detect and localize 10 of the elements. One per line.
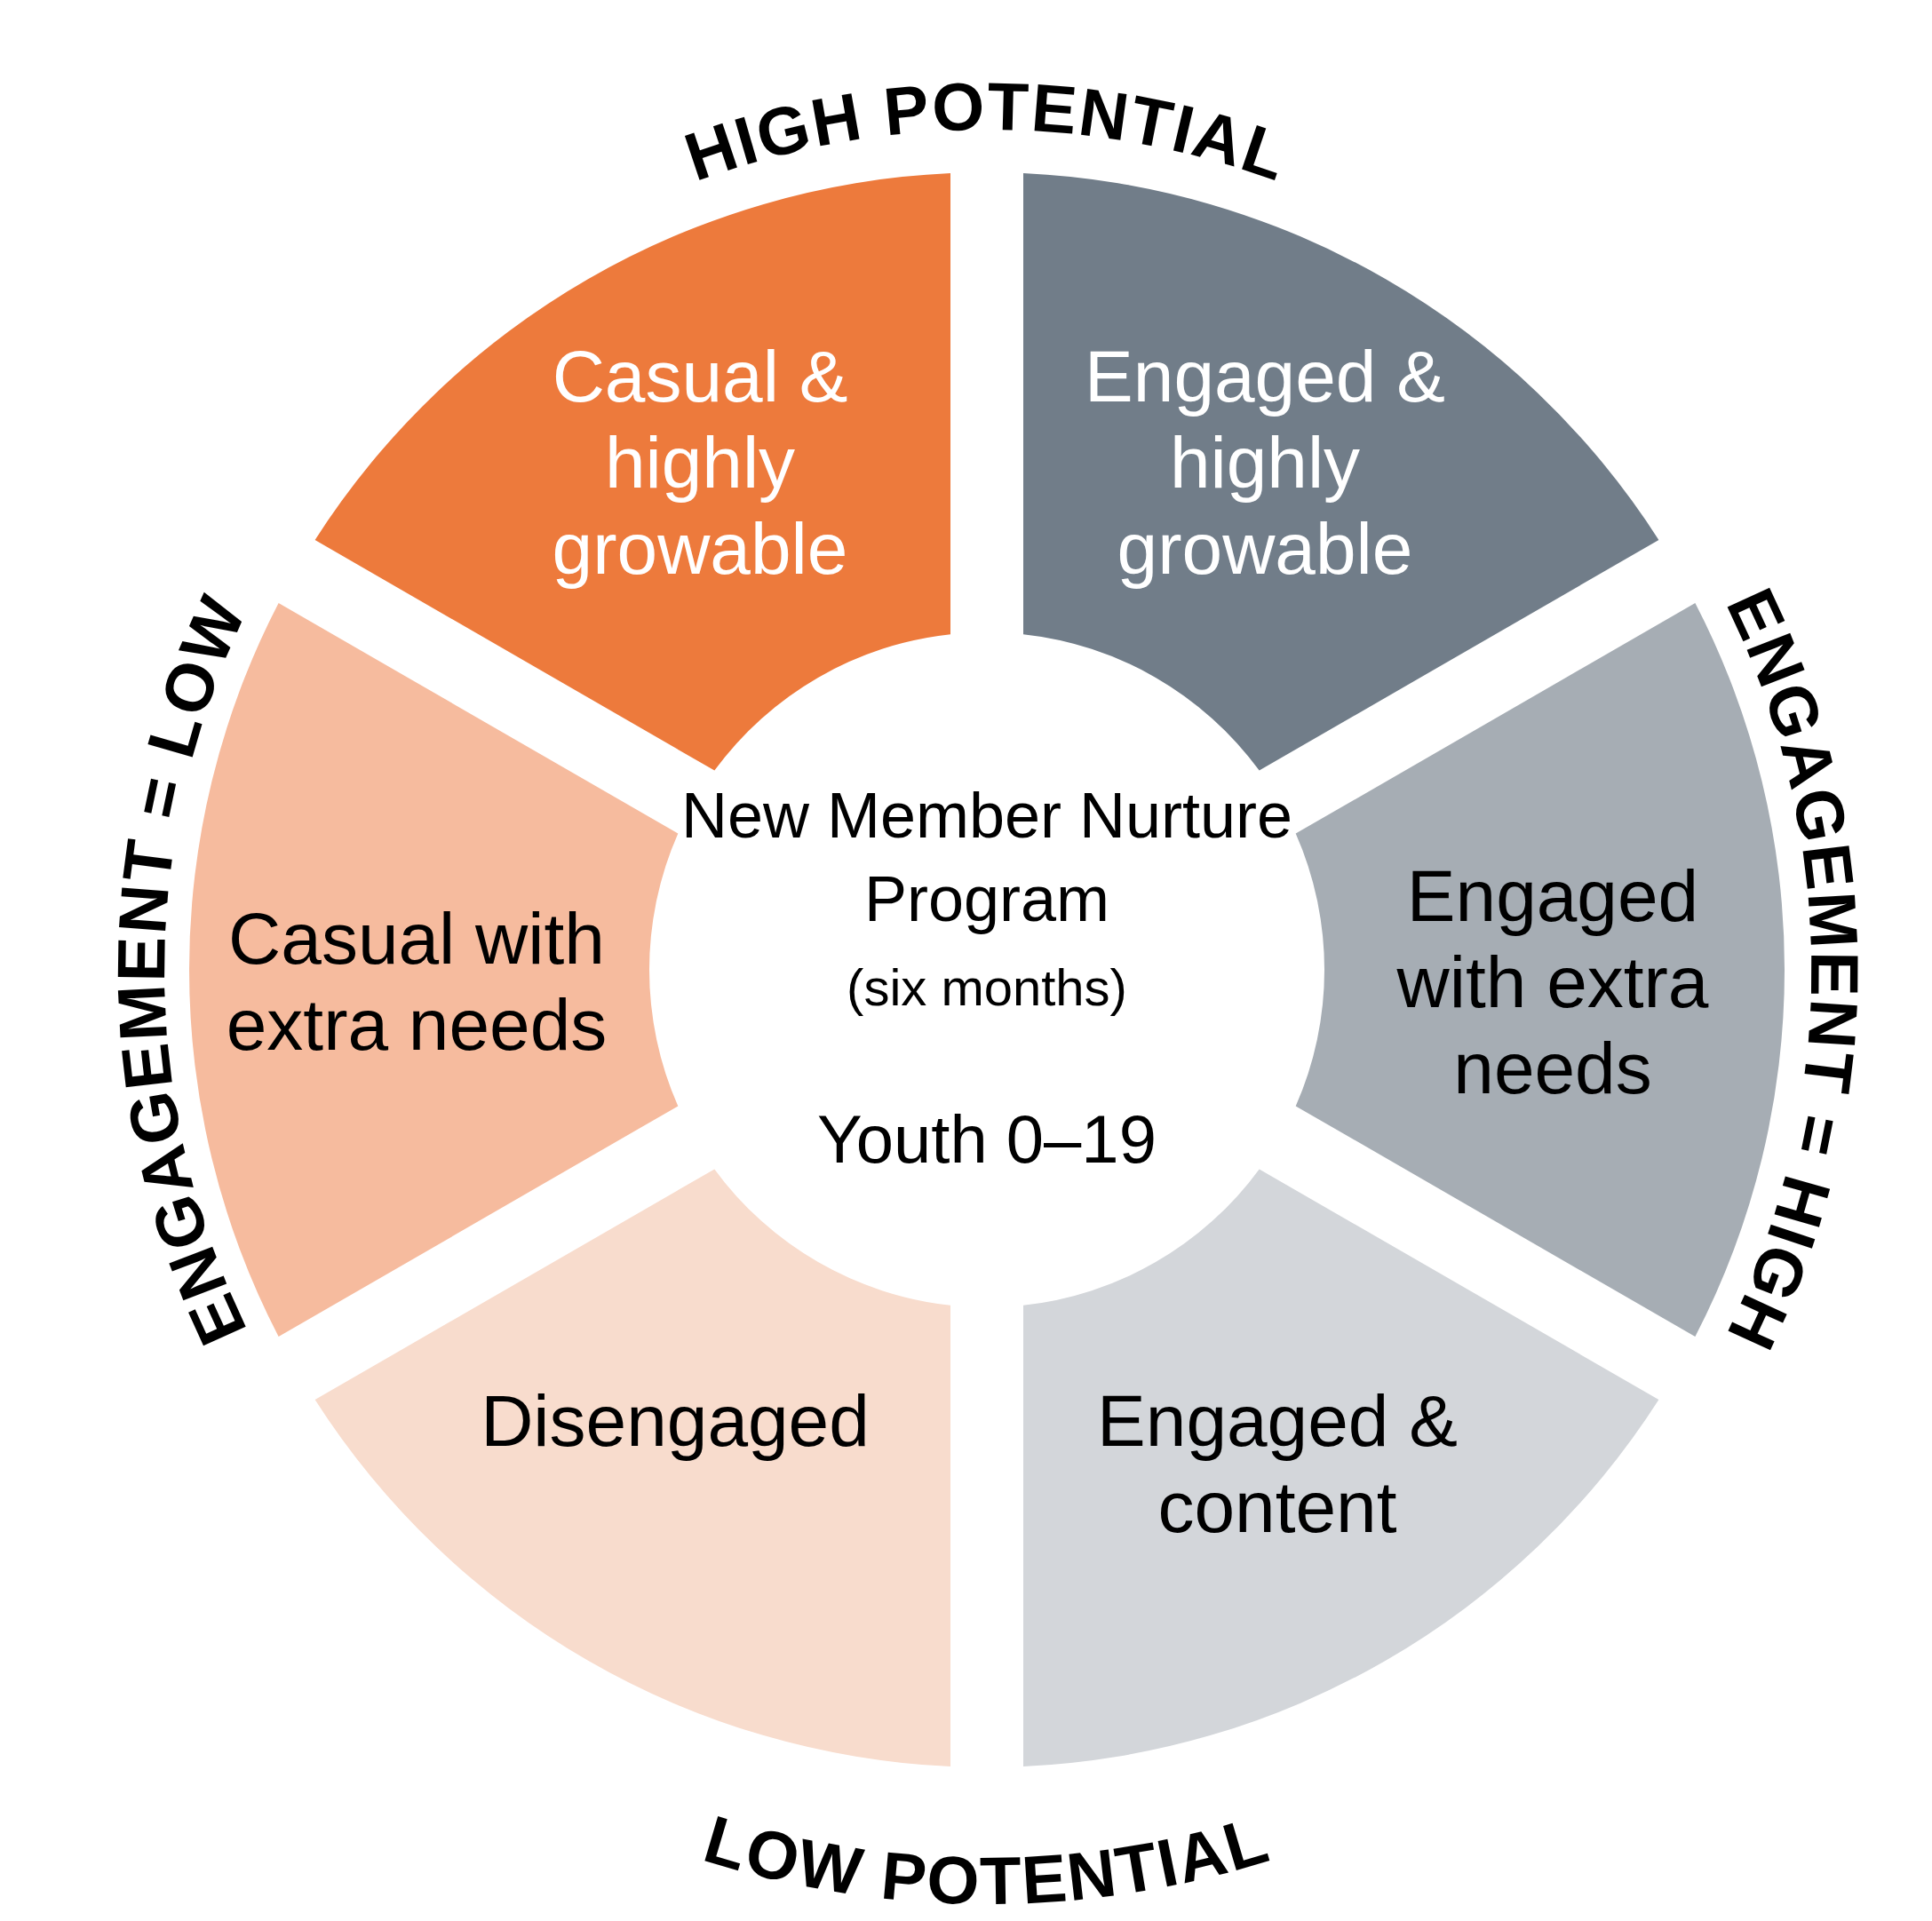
segment-label: Engaged & highly growable bbox=[1084, 334, 1446, 591]
axis-label: HIGH POTENTIAL bbox=[675, 67, 1299, 195]
segment-label: Disengaged bbox=[480, 1378, 871, 1463]
axis-label: LOW POTENTIAL bbox=[696, 1800, 1277, 1919]
center-text: Youth 0–19 bbox=[816, 1100, 1157, 1179]
center-text: New Member Nurture Program bbox=[680, 779, 1294, 936]
center-text: (six months) bbox=[846, 957, 1128, 1018]
segment-label: Engaged with extra needs bbox=[1395, 853, 1710, 1110]
segment-label: Engaged & content bbox=[1096, 1379, 1459, 1549]
segment-label: Casual & highly growable bbox=[551, 334, 849, 591]
